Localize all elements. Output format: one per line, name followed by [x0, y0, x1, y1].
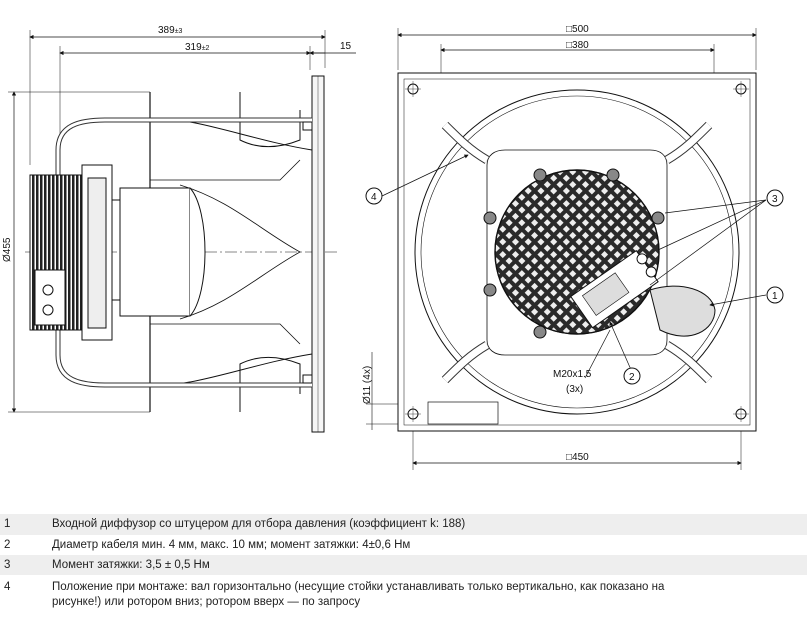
dim-flange-text: 15 [340, 41, 352, 52]
side-view [8, 30, 356, 433]
dim-inner-text: □380 [566, 40, 589, 51]
dim-hole-text: Ø11 (4x) [362, 366, 373, 404]
legend-num: 3 [4, 558, 11, 571]
legend-num: 4 [4, 581, 11, 593]
dim-outer-text: □500 [566, 24, 589, 35]
legend-table: 1 Входной диффузор со штуцером для отбор… [0, 514, 807, 615]
thread-label: M20x1.5 [553, 369, 592, 380]
legend-row: 4 Положение при монтаже: вал горизонталь… [0, 575, 807, 615]
front-view [365, 28, 784, 470]
legend-text: Момент затяжки: 3,5 ± 0,5 Нм [52, 558, 210, 571]
dim-bottom-text: □450 [566, 452, 589, 463]
legend-text: Диаметр кабеля мин. 4 мм, макс. 10 мм; м… [52, 538, 411, 551]
legend-num: 1 [4, 518, 11, 530]
legend-text: Входной диффузор со штуцером для отбора … [52, 518, 466, 530]
dim-total-text: 389±3 [158, 25, 183, 36]
dim-body-text: 319±2 [185, 42, 210, 53]
legend-num: 2 [4, 538, 11, 551]
callout-2: 2 [629, 372, 635, 383]
legend-row: 2 Диаметр кабеля мин. 4 мм, макс. 10 мм;… [0, 535, 807, 555]
dim-diameter-text: Ø455 [2, 237, 13, 262]
callout-4: 4 [371, 192, 377, 203]
legend-text: Положение при монтаже: вал горизонтально… [52, 581, 665, 608]
callout-1: 1 [772, 291, 778, 302]
callout-3: 3 [772, 194, 778, 205]
technical-drawing: 389±3 319±2 15 Ø455 [2, 24, 784, 470]
legend-row: 3 Момент затяжки: 3,5 ± 0,5 Нм [0, 555, 807, 575]
legend-row: 1 Входной диффузор со штуцером для отбор… [0, 514, 807, 535]
thread-count: (3x) [566, 384, 583, 395]
